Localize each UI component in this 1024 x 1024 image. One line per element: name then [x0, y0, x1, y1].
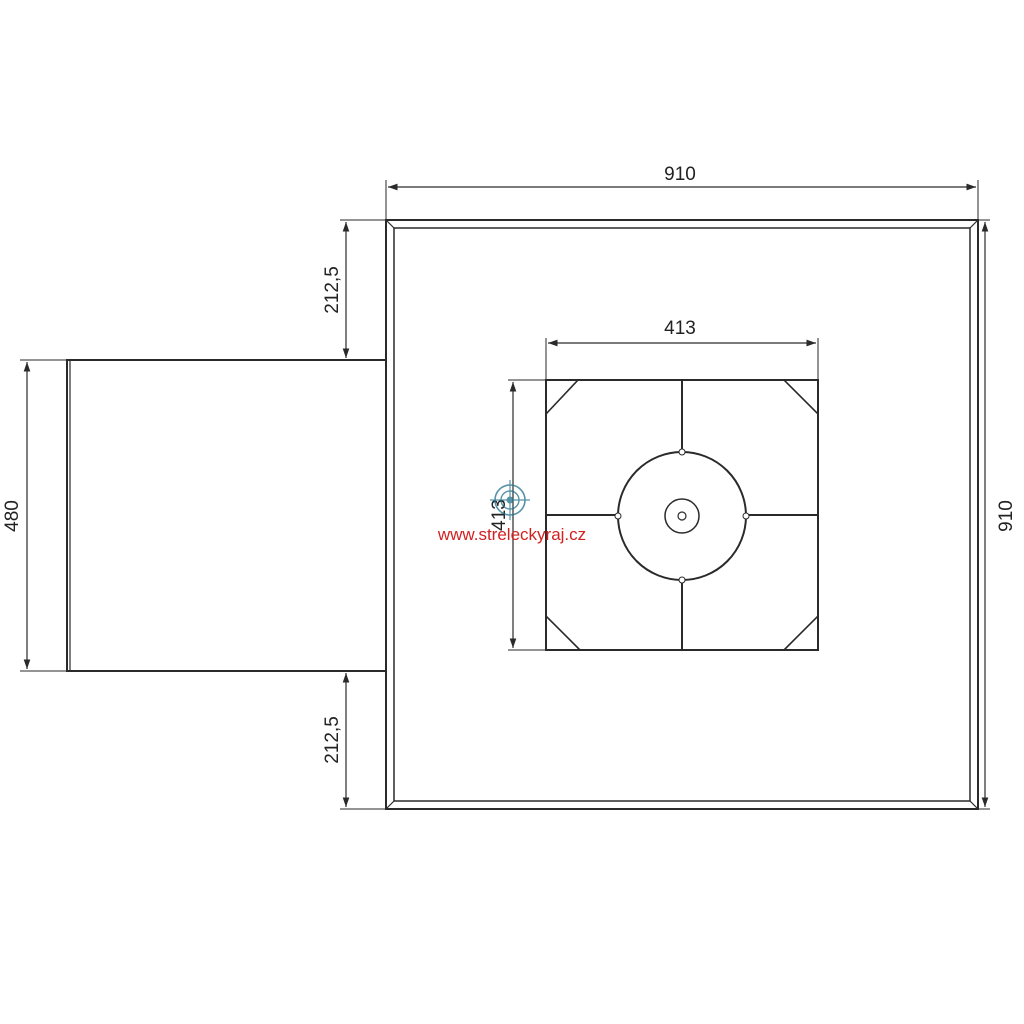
lower-offset-label: 212,5: [322, 716, 343, 764]
main-plate: [385, 219, 979, 810]
watermark-url: www.streleckyraj.cz: [437, 525, 586, 544]
dim-overall-width: 910: [385, 164, 979, 220]
dim-lower-offset: 212,5: [322, 670, 386, 810]
overall-width-label: 910: [664, 164, 696, 185]
watermark: www.streleckyraj.cz: [437, 480, 586, 544]
dim-inner-height: 413: [489, 379, 546, 651]
side-extension: [66, 359, 387, 672]
dim-inner-width: 413: [545, 318, 819, 380]
dim-overall-height: 910: [978, 219, 1017, 810]
target-crosshair-icon: [490, 480, 530, 520]
upper-offset-label: 212,5: [322, 266, 343, 314]
inner-width-label: 413: [664, 318, 696, 339]
dim-side-height: 480: [2, 359, 67, 672]
side-height-label: 480: [2, 500, 23, 532]
inner-panel: [545, 379, 819, 651]
dim-upper-offset: 212,5: [322, 219, 386, 361]
overall-height-label: 910: [996, 500, 1017, 532]
